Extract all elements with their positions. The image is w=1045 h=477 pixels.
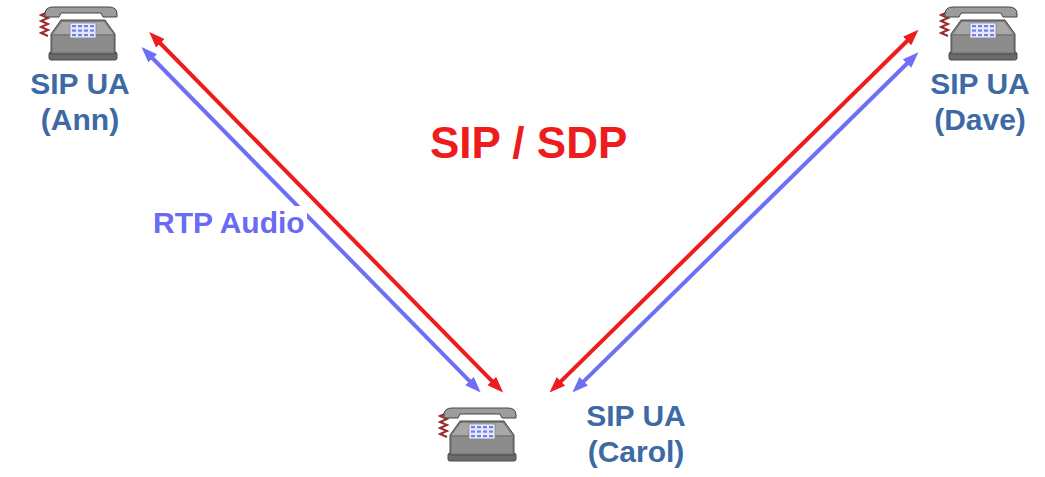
media-arrow [150,56,472,384]
phone-drawing [438,405,520,463]
phone-drawing [39,4,121,62]
phone-icon [438,405,520,463]
phone-icon [39,4,121,62]
agent-name: SIP UA (Ann) [24,66,136,138]
agent-name: SIP UA (Carol) [580,398,692,470]
phone-icon [939,4,1021,62]
user-agent-phone: SIP UA (Ann) [22,2,138,140]
agent-name: SIP UA (Dave) [924,66,1036,138]
user-agent-phone: SIP UA (Dave) [922,2,1038,140]
media-label: RTP Audio [151,206,307,241]
protocol-label: SIP / SDP [428,118,629,169]
media-arrow [581,61,910,384]
signaling-arrow [558,38,910,384]
user-agent-phone: SIP UA (Carol) [436,396,694,472]
phone-drawing [939,4,1021,62]
